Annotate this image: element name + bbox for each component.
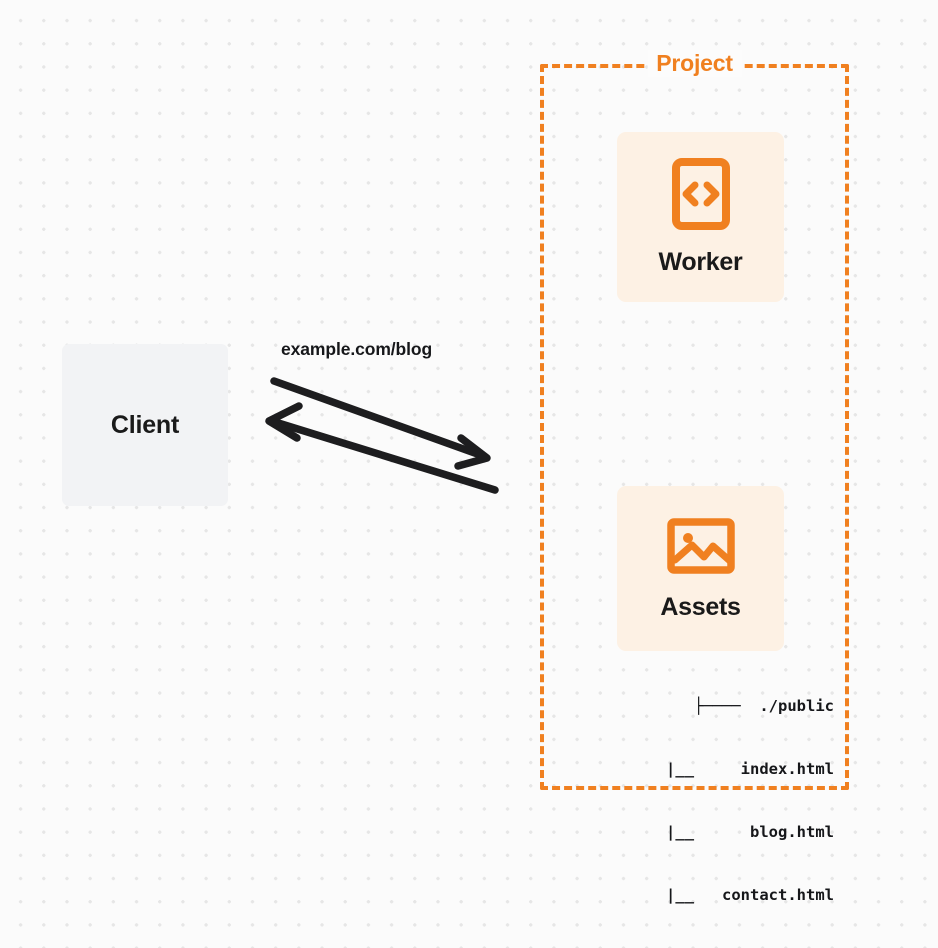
connection-arrows xyxy=(265,377,499,494)
request-arrow-icon xyxy=(270,377,491,470)
diagram-canvas: Client example.com/blog Project Worker xyxy=(62,49,849,904)
project-group: Project Worker Assets ├──── ./public |__… xyxy=(540,49,849,904)
assets-file-tree: ├──── ./public |__ index.html |__ blog.h… xyxy=(584,654,834,948)
image-icon xyxy=(666,517,735,574)
project-group-title: Project xyxy=(647,49,742,77)
file-tree-line-index: |__ index.html xyxy=(638,760,834,778)
connection-url-label: example.com/blog xyxy=(281,339,433,359)
client-label: Client xyxy=(110,410,180,439)
file-tree-line-blog: |__ blog.html xyxy=(638,823,834,841)
response-arrow-icon xyxy=(265,402,499,494)
file-tree-line-root: ├──── ./public xyxy=(694,697,834,715)
file-tree-line-contact: |__ contact.html xyxy=(638,886,834,904)
code-file-icon xyxy=(671,158,730,230)
assets-label: Assets xyxy=(660,592,741,621)
assets-node[interactable]: Assets xyxy=(617,486,784,651)
client-node[interactable]: Client xyxy=(62,344,228,506)
worker-label: Worker xyxy=(658,248,743,276)
worker-node[interactable]: Worker xyxy=(617,132,784,302)
